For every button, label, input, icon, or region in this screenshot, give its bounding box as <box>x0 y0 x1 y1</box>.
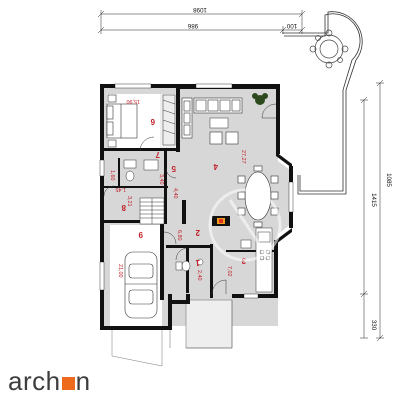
room-area-a: 1,60 <box>109 170 115 181</box>
room-number-1: 1 <box>195 258 200 267</box>
room-number-4: 4 <box>213 162 218 171</box>
doors <box>103 167 227 295</box>
room-number-7: 7 <box>155 150 160 159</box>
porch <box>185 299 233 349</box>
side-sofa-icon <box>181 97 193 139</box>
garage-ramp <box>111 326 163 367</box>
room-number-5: 5 <box>171 164 176 173</box>
room-area-2: 6,80 <box>176 230 182 241</box>
room-number-8: 8 <box>121 203 126 212</box>
watermark-logo <box>208 188 323 287</box>
dim-top-right: 100 <box>286 22 297 29</box>
wardrobe-icon <box>162 94 176 146</box>
sofa-icon <box>193 97 243 114</box>
room-area-1: 2,40 <box>196 270 202 281</box>
room-area-b: 1,45 <box>116 186 127 192</box>
archon-logo: arch n <box>8 368 91 394</box>
logo-text-start: arch <box>8 366 61 396</box>
dim-right-bottom: 330 <box>370 320 377 331</box>
armchair-icon <box>209 131 239 145</box>
car-icon <box>124 251 158 319</box>
room-area-5: 4,40 <box>172 188 178 199</box>
room-area-6: 15,90 <box>127 98 141 104</box>
logo-orange-square-icon <box>61 376 75 390</box>
room-7-floor <box>160 94 176 150</box>
room-area-9: 21,00 <box>117 264 123 278</box>
fireplace-icon <box>212 216 230 226</box>
dim-right-outer: 1415 <box>370 193 377 207</box>
terrace <box>282 11 363 195</box>
dim-right-inner: 1085 <box>385 173 392 187</box>
room-number-9: 9 <box>138 230 143 239</box>
dim-top-total: 1098 <box>193 6 207 13</box>
dining-table-icon <box>237 165 279 228</box>
terrace-door <box>261 103 277 119</box>
coffee-table-icon <box>209 117 229 129</box>
round-table-icon <box>309 29 349 69</box>
bathroom-fixtures-icon <box>123 159 159 182</box>
stairs-icon <box>139 197 165 225</box>
room-area-7: 3,40 <box>158 174 164 185</box>
right-dimension-lines <box>360 79 384 342</box>
plant-icon <box>252 93 268 105</box>
bedroom-door <box>139 136 155 152</box>
bed-icon <box>106 94 138 148</box>
room-area-3: 7,02 <box>226 266 232 277</box>
logo-text-end: n <box>75 366 91 396</box>
windows <box>99 83 294 299</box>
wc-fixtures-icon <box>175 258 204 272</box>
room-labels: 6 15,90 3,40 7 5 4,40 4 27,27 8 3,21 9 2… <box>109 98 246 281</box>
room-area-8: 3,21 <box>126 196 132 207</box>
room-area-4: 27,27 <box>240 150 246 164</box>
top-dimension-lines <box>97 10 306 34</box>
room-number-6: 6 <box>150 117 155 126</box>
room-number-2: 2 <box>195 228 200 237</box>
dim-top-left: 986 <box>187 22 198 29</box>
